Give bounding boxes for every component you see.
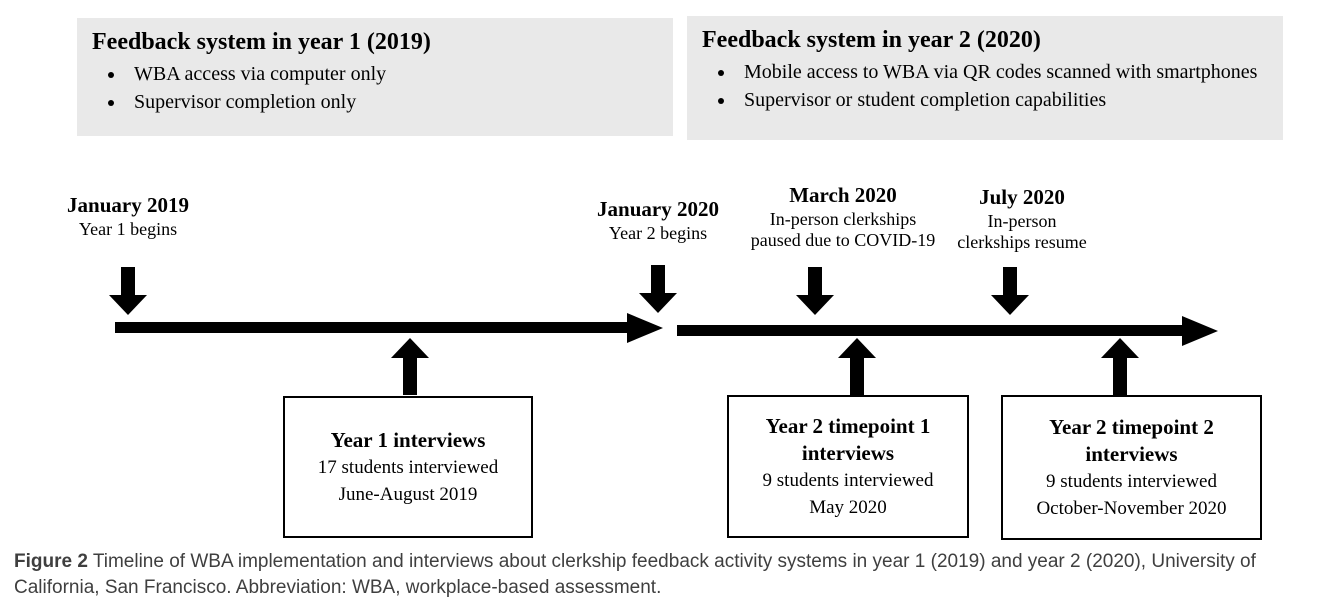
event-date: March 2020 (789, 183, 897, 207)
arrow-stem (403, 358, 417, 395)
year2-timepoint2-interviews-box: Year 2 timepoint 2 interviews 9 students… (1001, 395, 1262, 540)
figure-caption-text: Timeline of WBA implementation and inter… (14, 551, 1256, 598)
up-arrow-icon (1101, 338, 1139, 395)
down-arrow-icon (109, 267, 147, 315)
timeline-year1-line (115, 322, 627, 333)
timeline-year1-arrowhead-icon (627, 313, 663, 343)
interview-box-title: Year 2 timepoint 2 interviews (1049, 414, 1214, 466)
event-january-2020: January 2020 Year 2 begins (597, 197, 719, 244)
arrow-stem (1113, 358, 1127, 395)
up-arrow-icon (838, 338, 876, 395)
year1-system-title: Feedback system in year 1 (2019) (92, 29, 431, 55)
interview-box-count: 9 students interviewed (1046, 470, 1217, 492)
arrow-head (1101, 338, 1139, 358)
down-arrow-icon (991, 267, 1029, 315)
timeline-year2-line (677, 325, 1182, 336)
year1-system-bullet-list: WBA access via computer only Supervisor … (92, 60, 657, 116)
up-arrow-icon (391, 338, 429, 395)
year2-system-bullet-1: Mobile access to WBA via QR codes scanne… (736, 58, 1267, 86)
down-arrow-icon (639, 265, 677, 313)
year2-timepoint1-interviews-box: Year 2 timepoint 1 interviews 9 students… (727, 395, 969, 538)
year2-system-bullet-2: Supervisor or student completion capabil… (736, 86, 1267, 114)
event-description: Year 1 begins (78, 219, 178, 239)
arrow-head (796, 295, 834, 315)
event-january-2019: January 2019 Year 1 begins (67, 193, 189, 240)
arrow-stem (808, 267, 822, 295)
interview-box-count: 9 students interviewed (762, 469, 934, 491)
year1-feedback-system-box: Feedback system in year 1 (2019) WBA acc… (77, 18, 673, 136)
interview-box-period: June-August 2019 (338, 483, 478, 505)
year2-feedback-system-box: Feedback system in year 2 (2020) Mobile … (687, 16, 1283, 140)
event-date: July 2020 (979, 185, 1065, 209)
year1-system-bullet-2: Supervisor completion only (126, 88, 657, 116)
event-description: In-person clerkships resume (957, 211, 1087, 252)
arrow-head (109, 295, 147, 315)
arrow-head (391, 338, 429, 358)
year1-interviews-box: Year 1 interviews 17 students interviewe… (283, 396, 533, 538)
arrow-stem (121, 267, 135, 295)
interview-box-period: May 2020 (809, 496, 887, 518)
event-date: January 2019 (67, 193, 189, 217)
event-march-2020: March 2020 In-person clerkships paused d… (743, 183, 943, 251)
figure-caption: Figure 2 Timeline of WBA implementation … (14, 549, 1312, 601)
year2-system-title: Feedback system in year 2 (2020) (702, 27, 1041, 53)
down-arrow-icon (796, 267, 834, 315)
year2-system-bullet-list: Mobile access to WBA via QR codes scanne… (702, 58, 1267, 114)
event-description: Year 2 begins (608, 223, 708, 243)
event-july-2020: July 2020 In-person clerkships resume (950, 185, 1095, 253)
arrow-stem (1003, 267, 1017, 295)
interview-box-title: Year 1 interviews (330, 427, 486, 452)
event-description: In-person clerkships paused due to COVID… (750, 209, 936, 250)
timeline-year2-arrowhead-icon (1182, 316, 1218, 346)
arrow-stem (850, 358, 864, 395)
interview-box-title: Year 2 timepoint 1 interviews (765, 413, 931, 465)
arrow-head (639, 293, 677, 313)
interview-box-count: 17 students interviewed (317, 456, 499, 478)
event-date: January 2020 (597, 197, 719, 221)
interview-box-period: October-November 2020 (1036, 497, 1227, 519)
figure-caption-label: Figure 2 (14, 551, 88, 572)
arrow-head (838, 338, 876, 358)
arrow-head (991, 295, 1029, 315)
year1-system-bullet-1: WBA access via computer only (126, 60, 657, 88)
arrow-stem (651, 265, 665, 293)
